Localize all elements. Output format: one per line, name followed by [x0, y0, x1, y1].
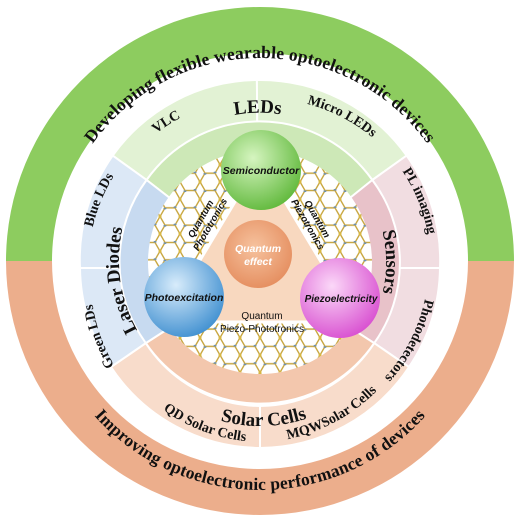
quantum-piezo-phototronics-label-1: Quantum	[241, 311, 282, 322]
semiconductor-label: Semiconductor	[223, 165, 300, 177]
quantum-effect-label-2: effect	[244, 256, 272, 268]
piezoelectricity-label: Piezoelectricity	[305, 294, 378, 305]
leds-label: LEDs	[232, 97, 283, 120]
quantum-piezo-phototronics-label-2: Piezo-Phototronics	[220, 324, 304, 335]
outer-ring-salmon-band	[6, 261, 514, 515]
photoexcitation-label: Photoexcitation	[145, 292, 224, 304]
sensors-label: Sensors	[378, 228, 403, 296]
quantum-effect-node	[224, 220, 292, 288]
outer-ring-green-band	[6, 7, 514, 261]
quantum-effect-label-1: Quantum	[235, 243, 281, 255]
semiconductor-node	[221, 130, 301, 210]
photoexcitation-node	[144, 257, 224, 337]
piezoelectricity-node	[300, 258, 380, 338]
